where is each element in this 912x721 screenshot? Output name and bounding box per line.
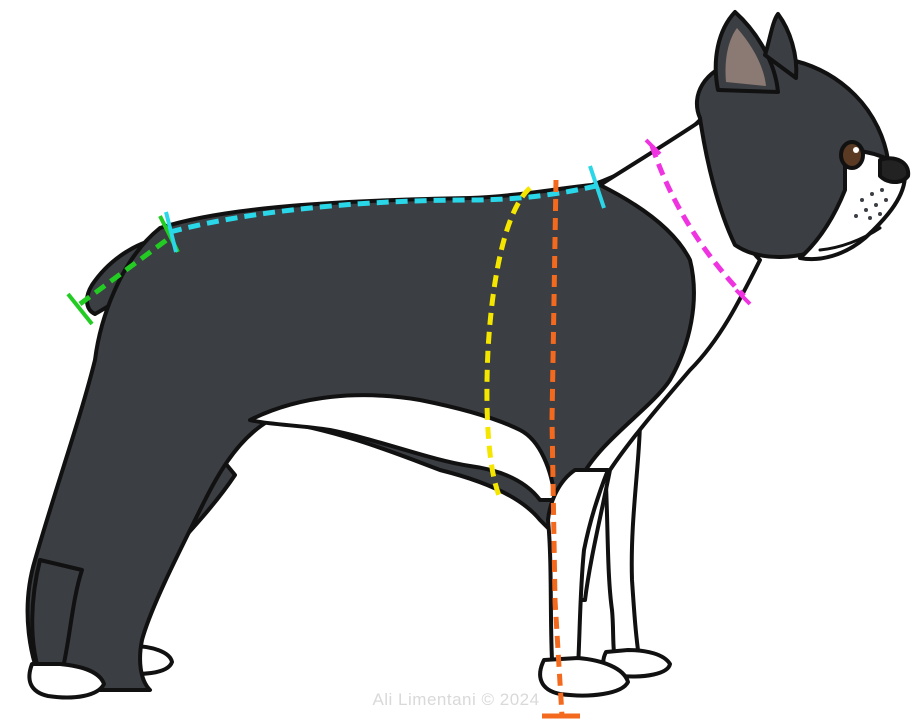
artist-credit: Ali Limentani © 2024 — [336, 690, 576, 710]
nose — [880, 158, 908, 182]
eye-highlight — [853, 147, 859, 153]
dog-illustration — [28, 12, 909, 698]
eye — [841, 142, 863, 168]
